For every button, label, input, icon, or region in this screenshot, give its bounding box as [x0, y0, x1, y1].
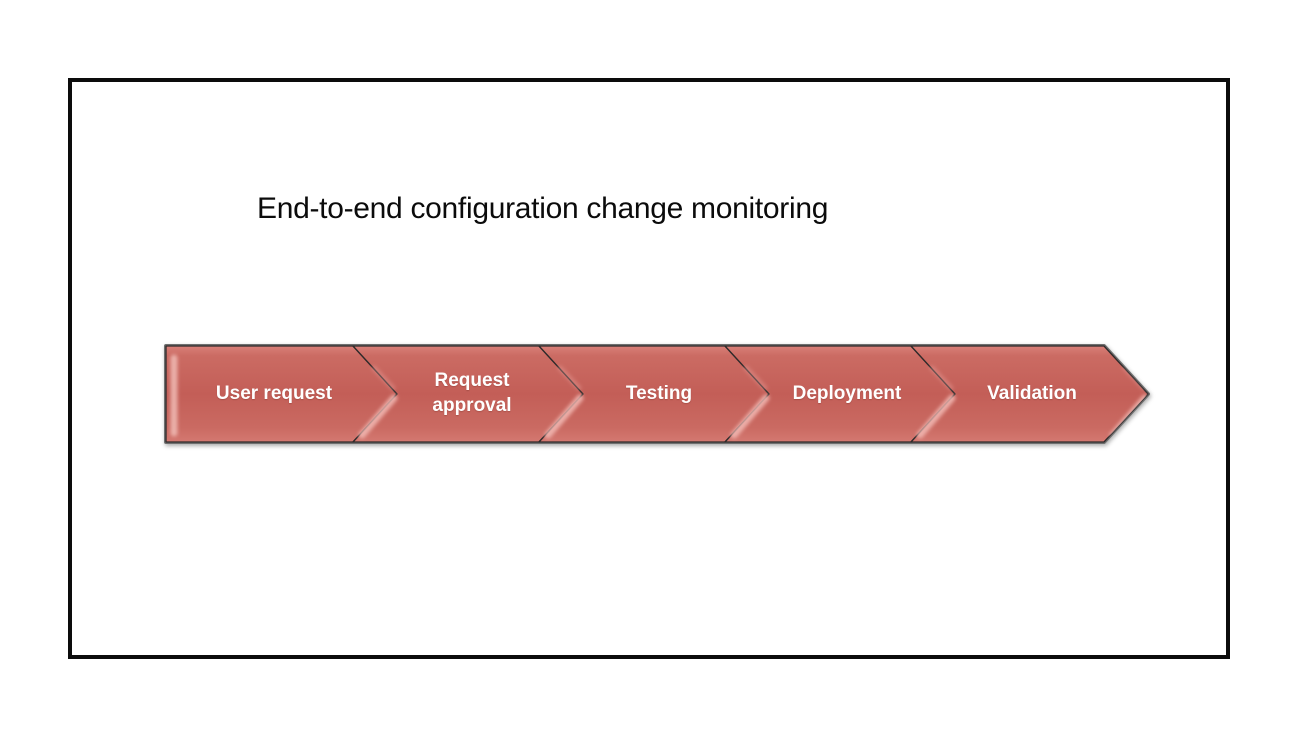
- step-label-user-request: User request: [215, 382, 333, 404]
- diagram-title: End-to-end configuration change monitori…: [257, 192, 829, 225]
- step-label-testing: Testing: [625, 382, 693, 404]
- step-label-deployment: Deployment: [792, 382, 902, 404]
- chevron-step-validation: [910, 345, 1149, 443]
- step-label-validation: Validation: [987, 382, 1077, 404]
- chevron-process-strip: [164, 344, 1150, 444]
- step-label-request-approval: Request approval: [432, 370, 512, 416]
